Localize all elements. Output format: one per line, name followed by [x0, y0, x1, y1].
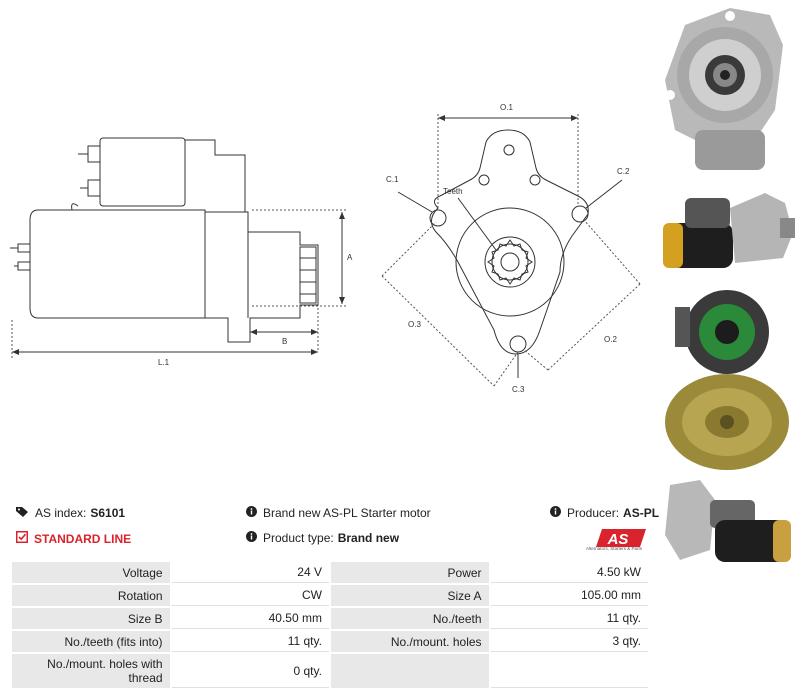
spec-label: No./mount. holes — [330, 631, 489, 652]
as-index-label: AS index: — [35, 506, 87, 520]
spec-value: 3 qty. — [490, 631, 648, 652]
label-o3: O.3 — [408, 320, 421, 329]
description-row: Brand new AS-PL Starter motor — [246, 506, 431, 520]
table-row: Rotation CW Size A 105.00 mm — [12, 585, 648, 606]
product-type-label: Product type: — [263, 531, 334, 545]
label-c2: C.2 — [617, 167, 630, 176]
spec-value: CW — [171, 585, 329, 606]
checkbox-checked-icon — [16, 531, 28, 546]
photo-side-view-2 — [665, 480, 791, 562]
spec-value: 11 qty. — [171, 631, 329, 652]
spec-value: 4.50 kW — [490, 562, 648, 583]
info-icon — [550, 506, 561, 520]
spec-value: 11 qty. — [490, 608, 648, 629]
spec-label: No./mount. holes with thread — [12, 654, 170, 688]
spec-label: No./teeth — [330, 608, 489, 629]
line-row: STANDARD LINE — [16, 531, 131, 546]
solenoid — [99, 137, 186, 207]
product-type-value: Brand new — [337, 531, 400, 545]
spec-label: Power — [330, 562, 489, 583]
producer-row: Producer: AS-PL — [550, 506, 659, 520]
table-row: Voltage 24 V Power 4.50 kW — [12, 562, 648, 583]
spec-value: 40.50 mm — [171, 608, 329, 629]
photo-side-view — [663, 193, 795, 268]
as-index-row: AS index: S6101 — [16, 506, 125, 520]
info-icon — [246, 506, 257, 520]
table-row: No./teeth (fits into) 11 qty. No./mount.… — [12, 631, 648, 652]
label-c1: C.1 — [386, 175, 399, 184]
standard-line-text: STANDARD LINE — [34, 531, 132, 546]
product-type-row: Product type: Brand new — [246, 531, 399, 545]
as-index-value: S6101 — [90, 506, 126, 520]
spec-value — [490, 654, 648, 688]
label-teeth: Teeth — [443, 187, 463, 196]
technical-drawing: A B L.1 O.1 C.1 C.2 Teeth O.3 O.2 C.3 — [10, 103, 641, 394]
label-a: A — [347, 253, 353, 262]
as-logo: AS — [596, 529, 646, 548]
tag-icon — [16, 506, 29, 520]
pinion — [299, 246, 317, 304]
label-b: B — [282, 337, 287, 346]
label-o1: O.1 — [500, 103, 513, 112]
specs-table: Voltage 24 V Power 4.50 kW Rotation CW S… — [10, 560, 650, 690]
spec-label: Size A — [330, 585, 489, 606]
table-row: Size B 40.50 mm No./teeth 11 qty. — [12, 608, 648, 629]
spec-value: 24 V — [171, 562, 329, 583]
description-text: Brand new AS-PL Starter motor — [263, 506, 431, 520]
mounting-flange — [431, 129, 589, 355]
drive-end-circle — [455, 207, 565, 317]
spec-label: No./teeth (fits into) — [12, 631, 170, 652]
table-row: No./mount. holes with thread 0 qty. — [12, 654, 648, 688]
label-o2: O.2 — [604, 335, 617, 344]
drive-housing — [205, 211, 319, 343]
motor-body — [29, 209, 206, 319]
spec-label — [330, 654, 489, 688]
product-photos — [655, 0, 800, 570]
spec-label: Voltage — [12, 562, 170, 583]
spec-label: Size B — [12, 608, 170, 629]
info-icon — [246, 531, 257, 545]
svg-text:AS: AS — [607, 531, 629, 548]
logo-tagline: Alternators, Starters & Parts — [586, 546, 643, 551]
spec-label: Rotation — [12, 585, 170, 606]
label-l1: L.1 — [158, 358, 170, 367]
spec-value: 105.00 mm — [490, 585, 648, 606]
photo-front-view — [665, 8, 783, 170]
producer-value: AS-PL — [623, 506, 660, 520]
producer-label: Producer: — [567, 506, 620, 520]
photo-rear-view — [665, 290, 789, 470]
spec-value: 0 qty. — [171, 654, 329, 688]
label-c3: C.3 — [512, 385, 525, 394]
